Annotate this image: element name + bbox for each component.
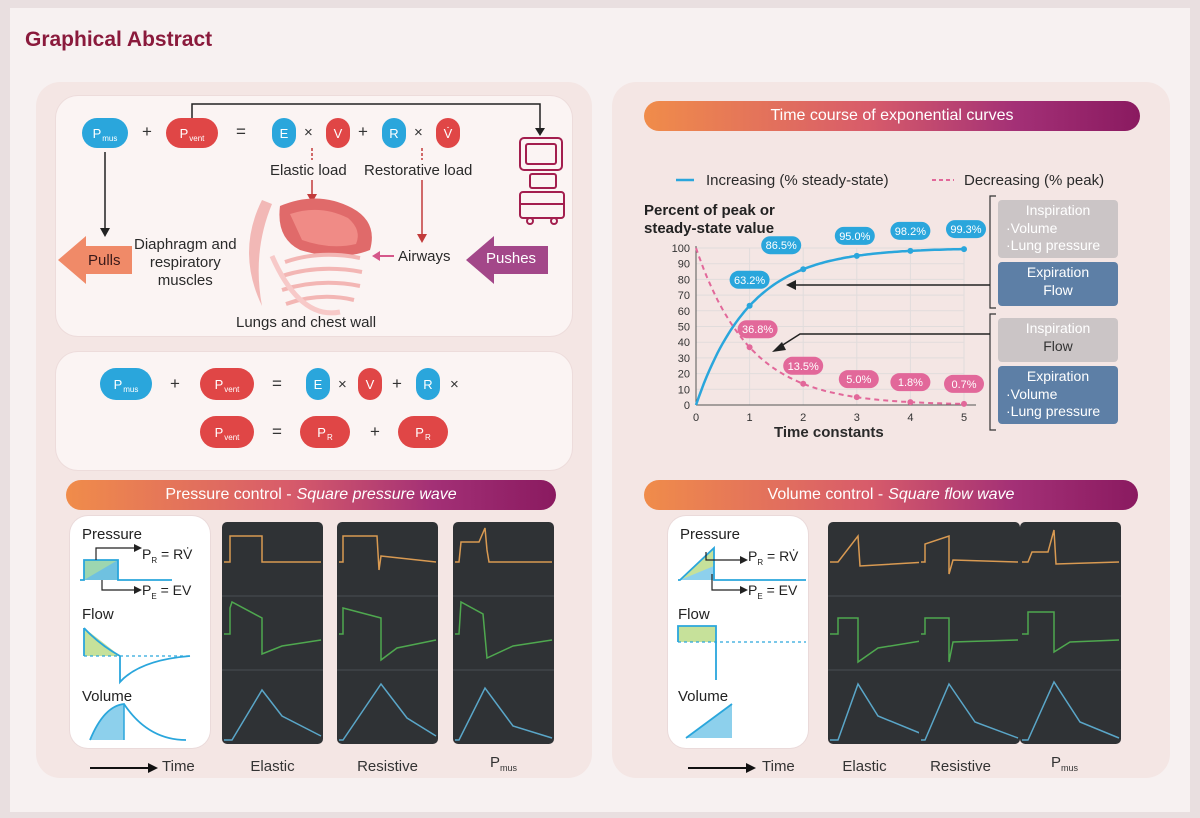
expiration-box-2: Expiration ·Volume ·Lung pressure bbox=[998, 366, 1118, 424]
pc-col-pmus: Pmus bbox=[489, 754, 518, 773]
vc-pe-equation: PE = EV bbox=[748, 582, 798, 601]
vc-time-label: Time bbox=[762, 758, 795, 775]
legend-increasing: Increasing (% steady-state) bbox=[706, 172, 889, 189]
page-title: Graphical Abstract bbox=[25, 28, 213, 51]
pc-time-label: Time bbox=[162, 758, 195, 775]
vc-pr-equation: PR = RV̇ bbox=[748, 548, 799, 567]
elastance-pill-2: E bbox=[306, 368, 330, 400]
plus-sign-4: + bbox=[392, 374, 402, 393]
vc-col-elastic: Elastic bbox=[842, 758, 887, 775]
plus-sign-5: + bbox=[370, 422, 380, 441]
vc-col-pmus: Pmus bbox=[1050, 754, 1079, 773]
pc-pressure-label: Pressure bbox=[82, 526, 143, 543]
plus-sign-2: + bbox=[358, 122, 368, 141]
times-sign: × bbox=[304, 124, 313, 141]
vc-schematic-content: Pressure Flow Volume PR = RV̇ PE = EV bbox=[668, 516, 808, 748]
restorative-load-label: Restorative load bbox=[364, 162, 473, 179]
pc-scope-resistive bbox=[337, 522, 438, 744]
diaphragm-label: Diaphragm and respiratory muscles bbox=[134, 236, 237, 289]
plus-sign: + bbox=[142, 122, 152, 141]
inspiration-box-1: Inspiration ·Volume ·Lung pressure bbox=[998, 200, 1118, 258]
elastance-pill: E bbox=[272, 118, 296, 148]
pc-col-resistive: Resistive bbox=[357, 758, 418, 775]
vc-scope-pmus bbox=[1020, 522, 1121, 744]
pc-schematic-content: Pressure Flow Volume PR = RV̇ PE = EV bbox=[70, 516, 210, 748]
flow-pill: V̇ bbox=[436, 118, 460, 148]
volume-pill-2: V bbox=[358, 368, 382, 400]
chart-x-axis-title: Time constants bbox=[774, 424, 884, 441]
pushes-label: Pushes bbox=[486, 250, 537, 267]
vc-scope-elastic bbox=[828, 522, 929, 744]
pc-volume-label: Volume bbox=[82, 688, 133, 705]
expiration-box-1: Expiration Flow bbox=[998, 262, 1118, 306]
pc-scope-elastic bbox=[222, 522, 323, 744]
plus-sign-3: + bbox=[170, 374, 180, 393]
pc-scope-pmus bbox=[453, 522, 554, 744]
resistance-pill-2: R bbox=[416, 368, 440, 400]
vc-flow-label: Flow bbox=[678, 606, 710, 623]
airways-label: Airways bbox=[398, 248, 451, 265]
vc-volume-label: Volume bbox=[678, 688, 729, 705]
pulls-label: Pulls bbox=[88, 252, 121, 269]
pressure-control-banner: Pressure control -Square pressure wave bbox=[66, 480, 556, 510]
times-sign-3: × bbox=[338, 376, 347, 393]
legend-decreasing: Decreasing (% peak) bbox=[964, 172, 1105, 189]
pc-pe-equation: PE = EV bbox=[142, 582, 192, 601]
exp-curves-banner: Time course of exponential curves bbox=[644, 101, 1140, 131]
times-sign-4: × bbox=[450, 376, 459, 393]
equation-of-motion-card bbox=[56, 96, 572, 336]
chart-y-axis-title: Percent of peak or steady-state value bbox=[644, 202, 775, 237]
times-sign-2: × bbox=[414, 124, 423, 141]
pc-pr-equation: PR = RV̇ bbox=[142, 546, 193, 565]
pc-col-elastic: Elastic bbox=[250, 758, 295, 775]
pc-flow-label: Flow bbox=[82, 606, 114, 623]
equals-sign-3: = bbox=[272, 422, 282, 441]
vc-col-resistive: Resistive bbox=[930, 758, 991, 775]
inspiration-box-2: Inspiration Flow bbox=[998, 318, 1118, 362]
volume-control-banner: Volume control -Square flow wave bbox=[644, 480, 1138, 510]
volume-pill: V bbox=[326, 118, 350, 148]
vc-scope-resistive bbox=[919, 522, 1020, 744]
resistance-pill: R bbox=[382, 118, 406, 148]
lungs-label: Lungs and chest wall bbox=[236, 314, 377, 331]
equals-sign-2: = bbox=[272, 374, 282, 393]
equals-sign: = bbox=[236, 122, 246, 141]
elastic-load-label: Elastic load bbox=[270, 162, 347, 179]
vc-pressure-label: Pressure bbox=[680, 526, 741, 543]
